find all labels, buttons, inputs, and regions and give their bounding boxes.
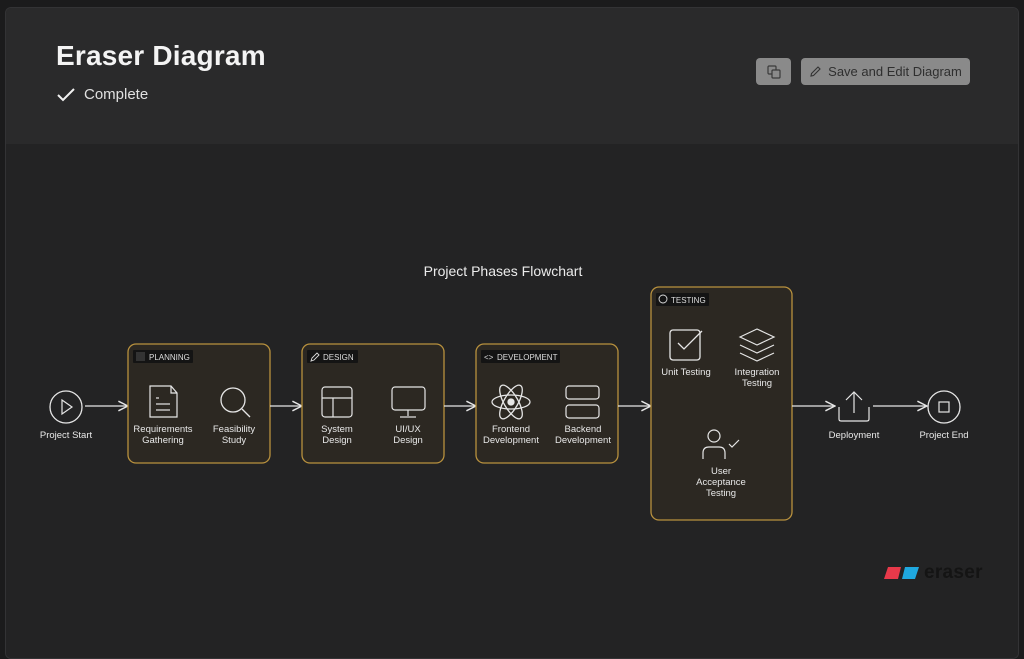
svg-text:UI/UX: UI/UX — [395, 424, 421, 435]
svg-text:Project Start: Project Start — [40, 430, 93, 441]
check-circle-icon — [658, 294, 668, 304]
svg-text:Unit Testing: Unit Testing — [661, 367, 710, 378]
flowchart: Project Phases Flowchart Project Start P… — [40, 263, 969, 521]
group-development[interactable]: <> DEVELOPMENT Frontend Development Back… — [475, 343, 619, 464]
check-icon — [57, 87, 75, 101]
square-icon — [136, 352, 145, 361]
logo-text: eraser — [924, 562, 983, 583]
group-planning[interactable]: PLANNING Requirements Gathering Feasibil… — [127, 343, 271, 464]
svg-text:Development: Development — [555, 435, 611, 446]
svg-text:PLANNING: PLANNING — [149, 353, 190, 362]
svg-text:Requirements: Requirements — [133, 424, 192, 435]
svg-text:DESIGN: DESIGN — [323, 353, 354, 362]
svg-text:Frontend: Frontend — [492, 424, 530, 435]
group-design[interactable]: DESIGN System Design UI/UX Design — [301, 343, 445, 464]
pencil-icon — [810, 66, 821, 77]
svg-text:Acceptance: Acceptance — [696, 477, 746, 488]
svg-text:Integration: Integration — [735, 367, 780, 378]
status: Complete — [56, 86, 148, 103]
svg-text:TESTING: TESTING — [671, 296, 706, 305]
node-deployment[interactable]: Deployment — [829, 391, 880, 441]
svg-text:Design: Design — [322, 435, 352, 446]
svg-text:Development: Development — [483, 435, 539, 446]
checkbox-icon — [669, 329, 703, 361]
save-and-edit-button[interactable]: Save and Edit Diagram — [801, 58, 970, 85]
svg-text:User: User — [711, 466, 731, 477]
svg-text:Deployment: Deployment — [829, 430, 880, 441]
play-circle-icon — [49, 390, 83, 424]
user-check-icon — [702, 429, 740, 459]
svg-text:Project End: Project End — [919, 430, 968, 441]
svg-text:DEVELOPMENT: DEVELOPMENT — [497, 353, 558, 362]
diagram-canvas[interactable]: Project Phases Flowchart Project Start P… — [6, 144, 1018, 658]
document-icon — [149, 385, 178, 418]
copy-button[interactable] — [756, 58, 791, 85]
svg-text:Study: Study — [222, 435, 247, 446]
stop-circle-icon — [927, 390, 961, 424]
save-button-label: Save and Edit Diagram — [828, 64, 962, 79]
svg-text:Backend: Backend — [565, 424, 602, 435]
code-icon: <> — [484, 353, 494, 362]
search-icon — [220, 387, 251, 418]
eraser-logo-icon — [884, 567, 919, 579]
react-icon — [491, 384, 531, 420]
node-project-end[interactable]: Project End — [919, 390, 969, 441]
svg-text:Testing: Testing — [706, 488, 736, 499]
page-title: Eraser Diagram — [56, 40, 266, 71]
server-icon — [565, 385, 600, 419]
svg-text:System: System — [321, 424, 353, 435]
layers-icon — [738, 328, 776, 362]
node-project-start[interactable]: Project Start — [40, 390, 93, 441]
monitor-icon — [391, 386, 426, 418]
group-testing[interactable]: TESTING Unit Testing Integration Testing… — [650, 286, 793, 521]
diagram-card: Eraser Diagram Complete Save and Edit Di… — [5, 7, 1019, 659]
pencil-icon — [310, 352, 320, 362]
status-text: Complete — [84, 86, 149, 103]
header: Eraser Diagram Complete Save and Edit Di… — [6, 8, 1018, 144]
copy-icon — [766, 64, 781, 79]
svg-text:Gathering: Gathering — [142, 435, 184, 446]
upload-icon — [838, 391, 870, 422]
svg-text:Testing: Testing — [742, 378, 772, 389]
svg-text:Feasibility: Feasibility — [213, 424, 255, 435]
layout-icon — [321, 386, 353, 418]
eraser-logo: eraser — [884, 562, 983, 584]
svg-text:Design: Design — [393, 435, 423, 446]
diagram-title: Project Phases Flowchart — [424, 263, 583, 279]
